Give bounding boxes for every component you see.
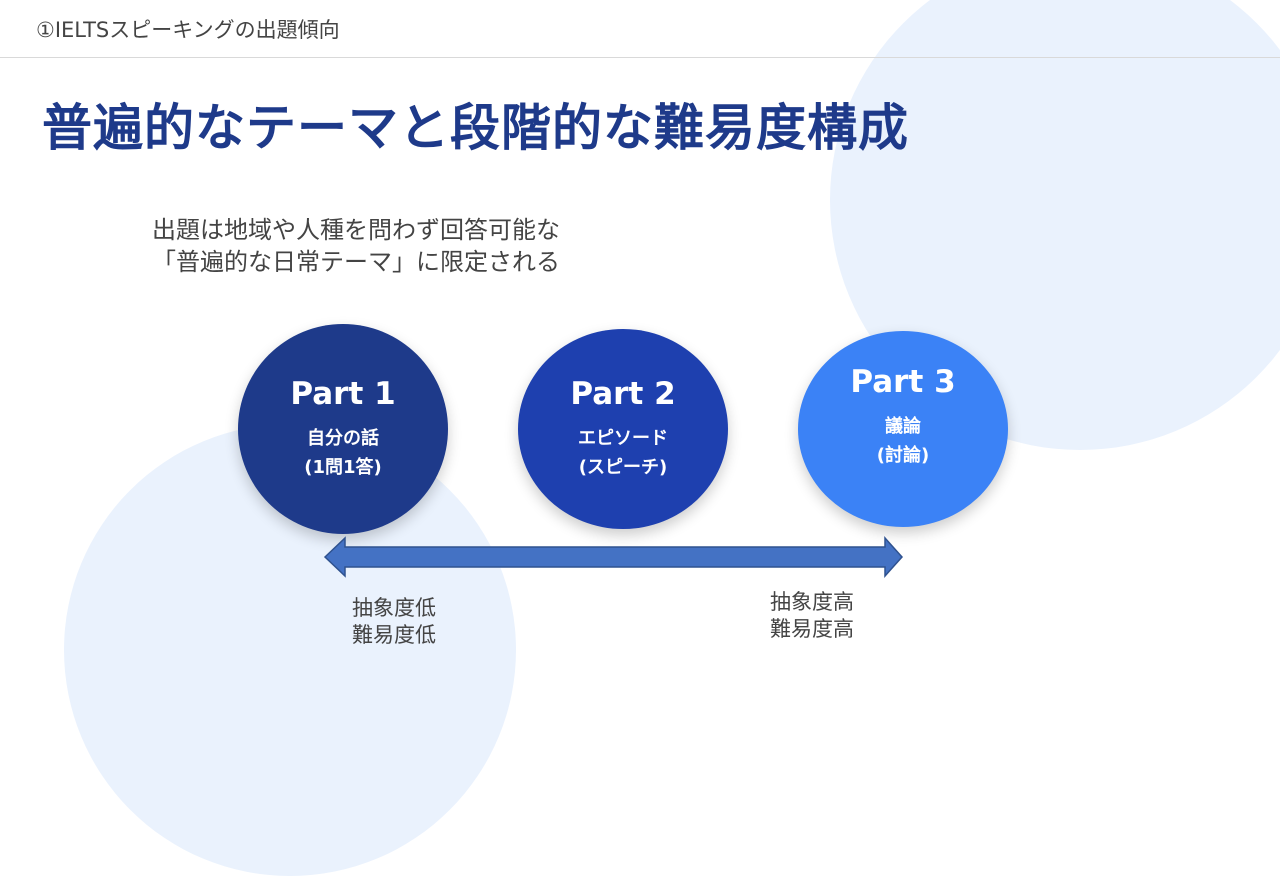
part-1-desc: 自分の話 — [307, 428, 379, 449]
high-label: 抽象度高 難易度高 — [770, 589, 854, 643]
part-2-circle: Part 2 エピソード (スピーチ) — [518, 329, 728, 529]
subtitle: 出題は地域や人種を問わず回答可能な 「普遍的な日常テーマ」に限定される — [152, 214, 560, 278]
low-abstraction: 抽象度低 — [352, 596, 436, 620]
double-arrow — [323, 536, 904, 578]
part-1-label: Part 1 — [290, 376, 396, 412]
low-label: 抽象度低 難易度低 — [352, 595, 436, 649]
subtitle-line-1: 出題は地域や人種を問わず回答可能な — [152, 216, 560, 244]
part-3-circle: Part 3 議論 (討論) — [798, 331, 1008, 527]
subtitle-line-2: 「普遍的な日常テーマ」に限定される — [152, 248, 560, 276]
part-1-circle: Part 1 自分の話 (1問1答) — [238, 324, 448, 534]
high-abstraction: 抽象度高 — [770, 590, 854, 614]
slide-header: ①IELTSスピーキングの出題傾向 — [0, 0, 1280, 58]
part-2-desc-sub: (スピーチ) — [578, 457, 668, 478]
low-difficulty: 難易度低 — [352, 623, 436, 647]
page-title: 普遍的なテーマと段階的な難易度構成 — [42, 99, 909, 157]
part-2-label: Part 2 — [570, 376, 676, 412]
part-3-label: Part 3 — [850, 364, 956, 400]
double-arrow-shape — [323, 536, 904, 578]
high-difficulty: 難易度高 — [770, 617, 854, 641]
part-3-desc: 議論 — [885, 416, 921, 437]
part-2-desc: エピソード — [578, 428, 668, 449]
section-title: ①IELTSスピーキングの出題傾向 — [36, 18, 340, 42]
part-3-desc-sub: (討論) — [876, 445, 930, 466]
part-1-desc-sub: (1問1答) — [304, 457, 382, 478]
